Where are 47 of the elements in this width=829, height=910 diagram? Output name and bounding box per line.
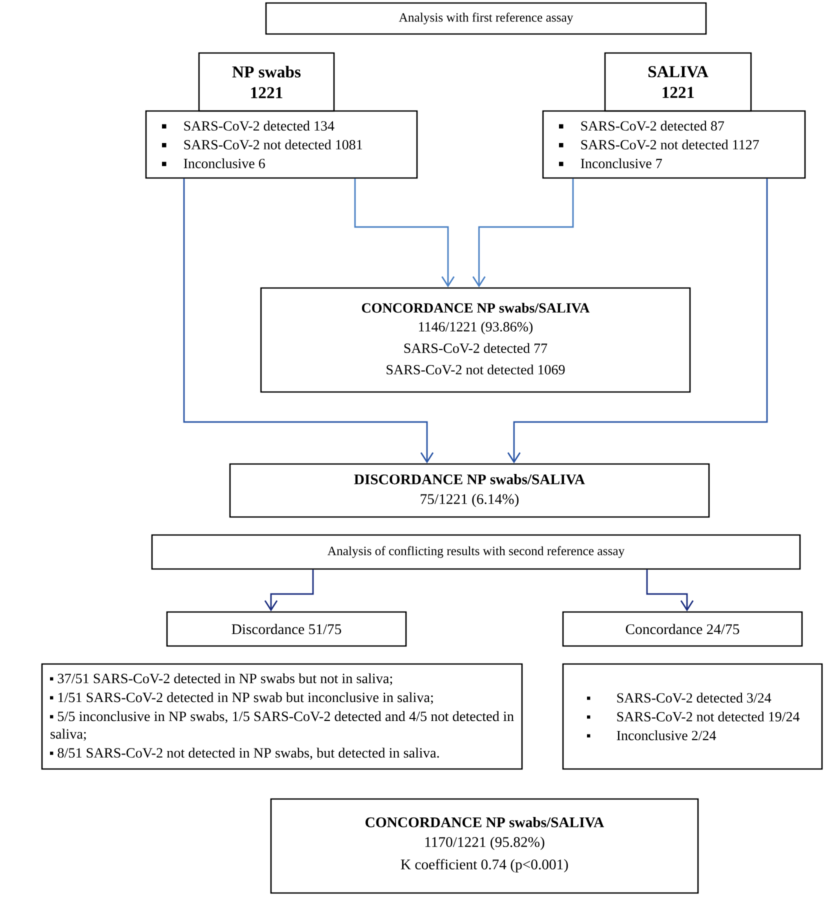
list-item: SARS-CoV-2 not detected 1127 — [559, 140, 759, 150]
result-box — [270, 798, 699, 894]
list-box — [542, 110, 806, 179]
process-box — [151, 534, 801, 570]
process-box — [166, 611, 407, 647]
result-box — [260, 287, 691, 393]
info-text: Analysis of conflicting results with second reference assay — [328, 546, 625, 558]
list-item: Inconclusive 7 — [559, 158, 662, 168]
header-box — [604, 52, 752, 112]
list-item: SARS-CoV-2 detected 87 — [559, 120, 724, 131]
arrow — [507, 178, 768, 464]
heading: CONCORDANCE NP swabs/SALIVA — [362, 302, 590, 313]
heading: NP swabs 1221 — [232, 66, 301, 98]
result-box — [229, 463, 710, 518]
header-box — [198, 52, 335, 112]
list-item: 8/51 SARS-CoV-2 not detected in NP swabs, but detected in saliva. — [50, 748, 439, 760]
info-text: Discordance 51/75 — [232, 624, 342, 634]
info-text: 1170/1221 (95.82%) — [425, 836, 544, 850]
list-box — [145, 110, 418, 179]
info-text: 75/1221 (6.14%) — [420, 494, 519, 508]
list-item: SARS-CoV-2 not detected 19/24 — [587, 712, 800, 722]
arrow — [472, 178, 574, 288]
info-text: SARS-CoV-2 not detected 1069 — [386, 364, 565, 374]
info-text: Analysis with first reference assay — [398, 12, 574, 24]
list-item: SARS-CoV-2 not detected 1081 — [162, 140, 362, 150]
list-item: SARS-CoV-2 detected 3/24 — [587, 692, 772, 703]
arrow — [354, 178, 455, 288]
list-item: Inconclusive 6 — [162, 158, 265, 168]
list-box — [562, 663, 823, 770]
info-text: 1146/1221 (93.86%) — [419, 322, 533, 334]
list-item: Inconclusive 2/24 — [587, 730, 716, 740]
arrow — [646, 570, 694, 612]
list-item: 5/5 inconclusive in NP swabs, 1/5 SARS-CoV-2 detected and 4/5 not detected in saliva; — [50, 711, 514, 741]
list-item: 37/51 SARS-CoV-2 detected in NP swabs but not in saliva; — [50, 673, 392, 686]
list-box — [41, 663, 523, 770]
info-text: SARS-CoV-2 detected 77 — [404, 343, 548, 354]
arrow — [183, 178, 434, 464]
heading: CONCORDANCE NP swabs/SALIVA — [366, 816, 604, 828]
arrow — [264, 570, 314, 612]
heading: DISCORDANCE NP swabs/SALIVA — [354, 474, 585, 484]
process-box — [562, 611, 803, 647]
info-text: Concordance 24/75 — [626, 624, 740, 634]
info-text: K coefficient 0.74 (p<0.001) — [400, 858, 568, 872]
heading: SALIVA 1221 — [648, 66, 708, 98]
process-box — [265, 2, 707, 35]
list-item: SARS-CoV-2 detected 134 — [162, 120, 334, 131]
list-item: 1/51 SARS-CoV-2 detected in NP swab but inconclusive in saliva; — [50, 692, 433, 704]
